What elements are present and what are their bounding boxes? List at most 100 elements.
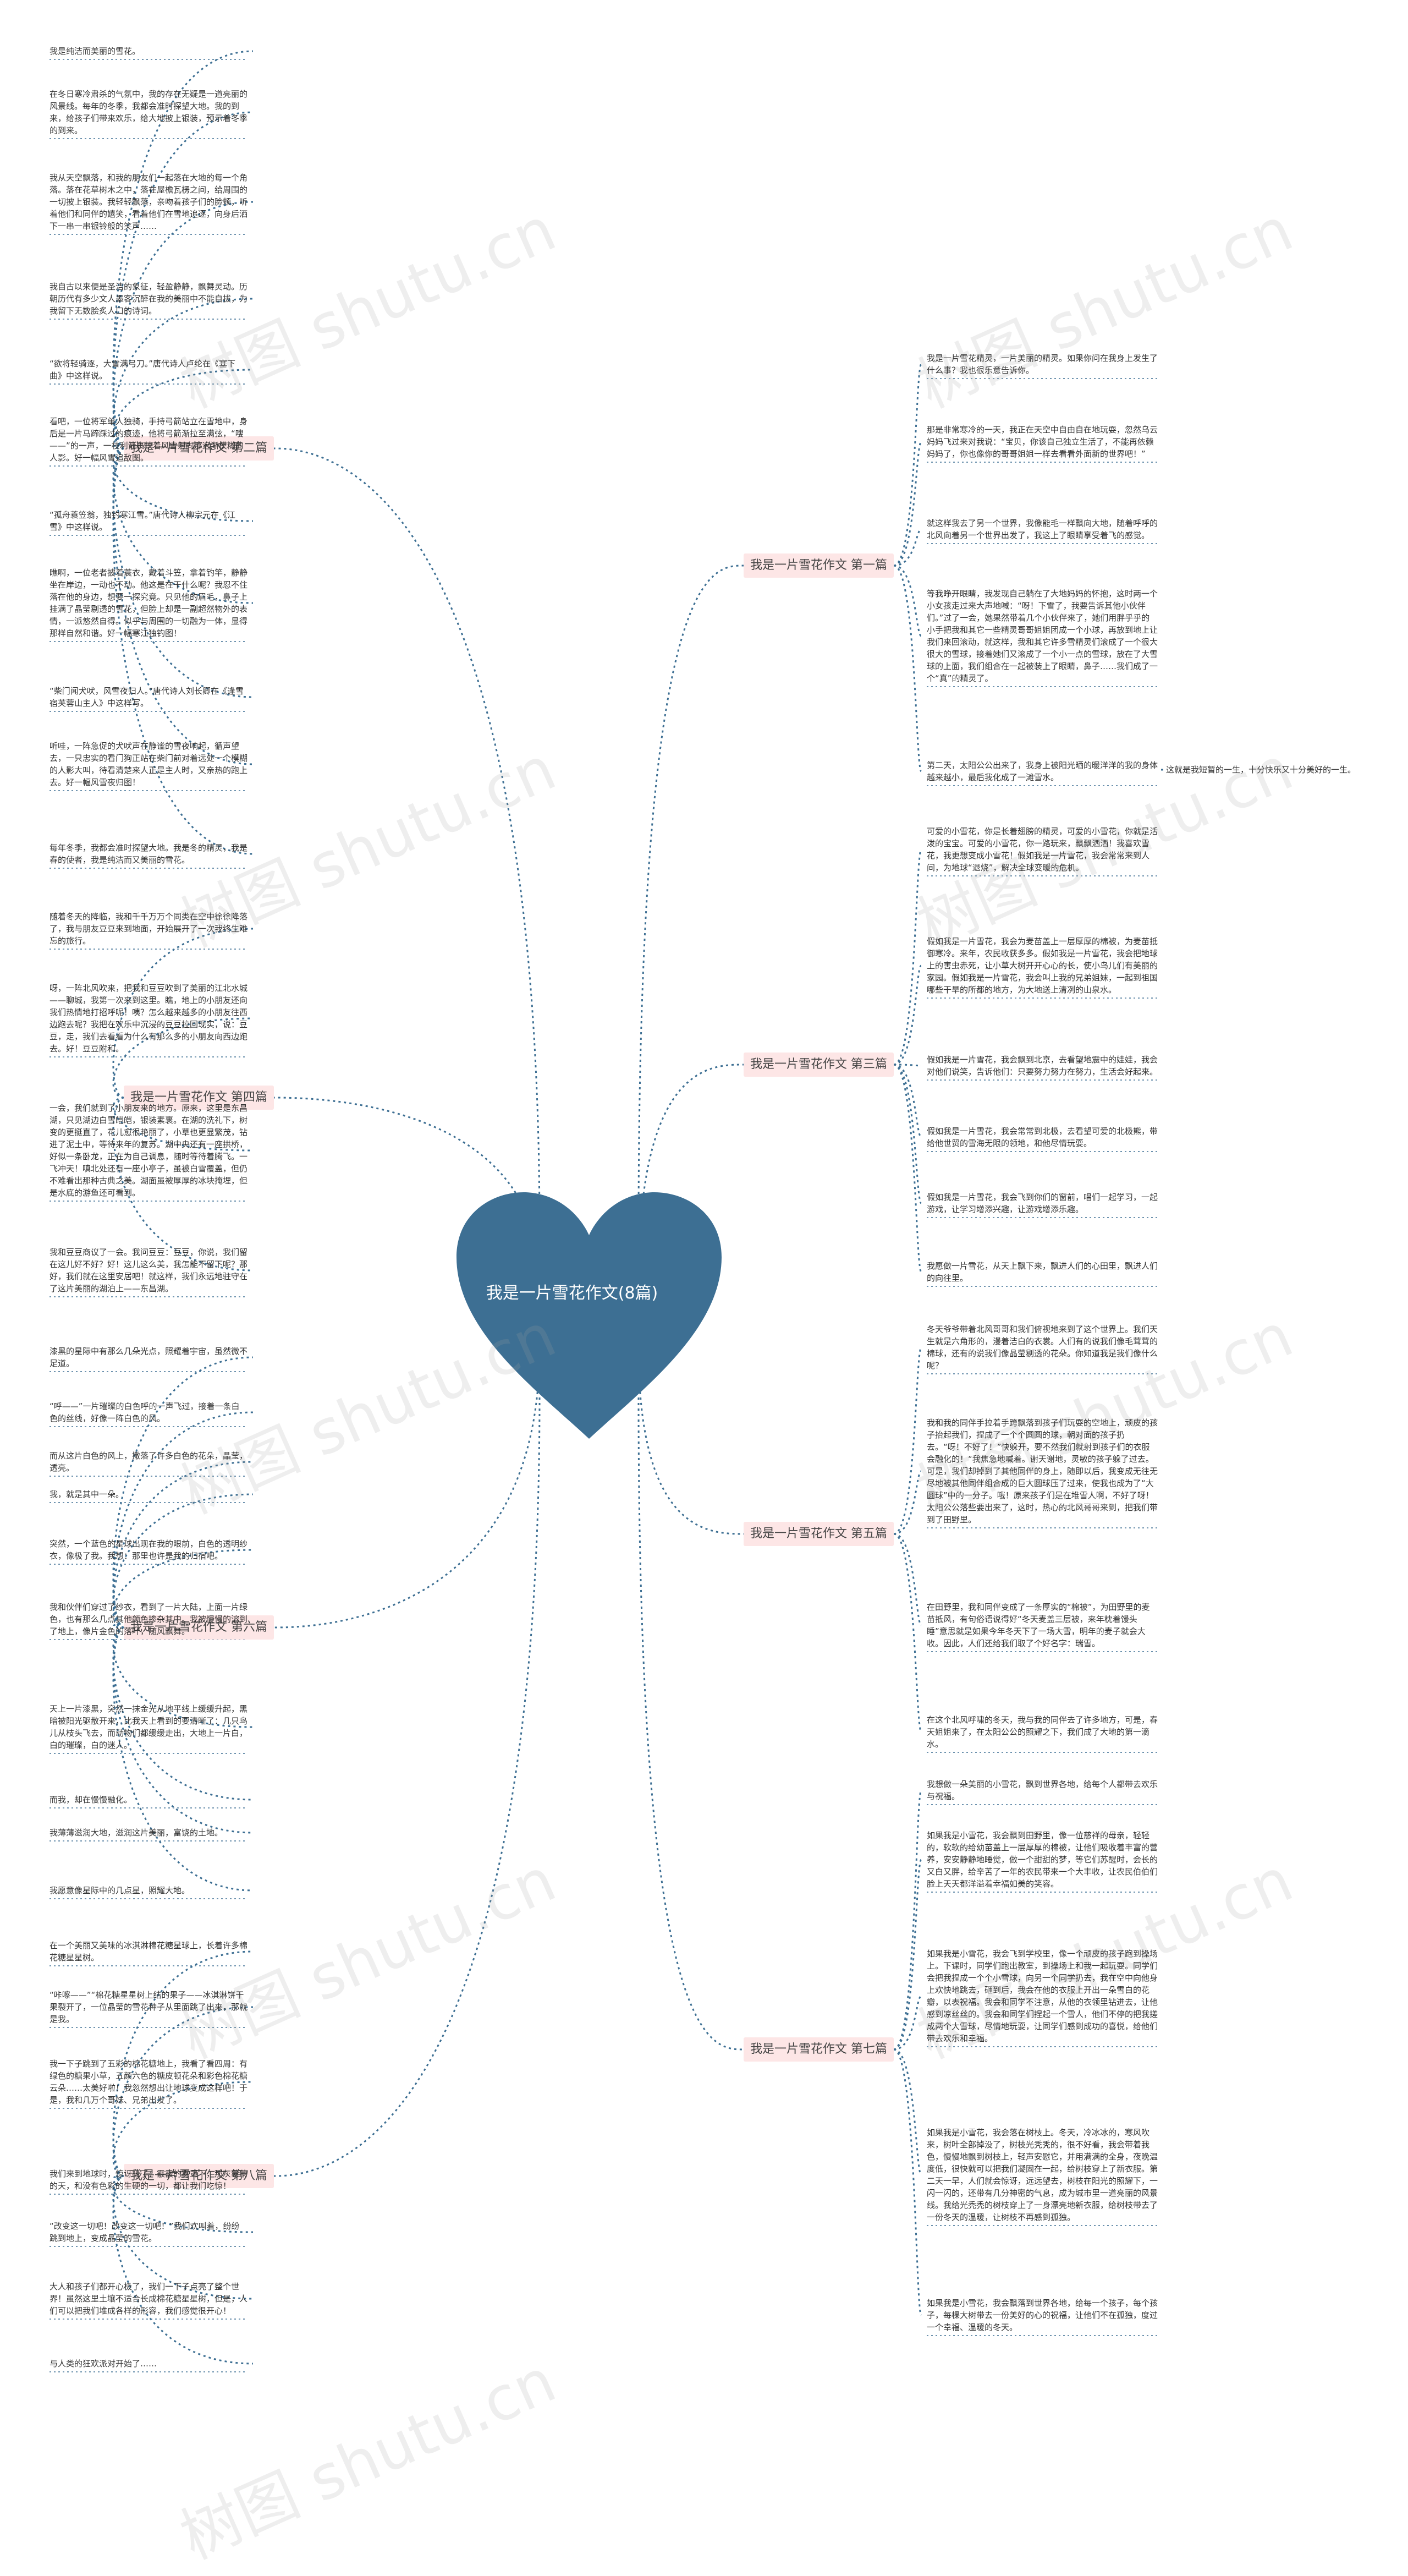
leaf-text: 看吧，一位将军单人独骑，手持弓箭站立在雪地中，身后是一片马蹄踩过的痕迹，他将弓箭… [50, 416, 248, 463]
connector-line [112, 447, 254, 765]
leaf-text: 我想做一朵美丽的小雪花，飘到世界各地，给每个人都带去欢乐与祝福。 [927, 1779, 1158, 1801]
leaf-text: 瞧啊，一位老者披着蓑衣，戴着斗笠，拿着钓竿，静静坐在岸边，一动也不动。他这是在干… [50, 568, 248, 638]
leaf-text: 如果我是小雪花，我会飘落到世界各地，给每一个孩子，每个孩子，每棵大树带去一份美好… [927, 2298, 1158, 2332]
leaf-text: 我和豆豆商议了一会。我问豆豆：豆豆，你说，我们留在这儿好不好？好！这儿这么美，我… [50, 1247, 248, 1294]
connector-line [893, 2048, 922, 2316]
leaf-text: “孤舟蓑笠翁，独钓寒江雪。”唐代诗人柳宗元在《江雪》中这样说。 [50, 510, 236, 532]
connector-line [112, 1097, 254, 1152]
leaf-text: 如果我是小雪花，我会落在树枝上。冬天，冷冰冰的，寒风吹来，树叶全部掉没了，树枝光… [927, 2128, 1158, 2222]
connector-line [112, 1411, 254, 1629]
connector-line [893, 1470, 922, 1535]
leaf-text: 在冬日寒冷肃杀的气氛中，我的存在无疑是一道亮丽的风景线。每年的冬季，我都会准时探… [50, 89, 248, 135]
connector-line [112, 1626, 254, 1728]
leaf-text: 那是非常寒冷的一天，我正在天空中自由自在地玩耍，忽然乌云妈妈飞过来对我说：“宝贝… [927, 425, 1158, 459]
connector-line [112, 369, 254, 450]
center-topic[interactable]: 我是一片雪花作文(8篇) [486, 1284, 658, 1303]
connector-line [112, 111, 254, 450]
connector-line [893, 964, 922, 1066]
connector-line [893, 848, 922, 1066]
leaf-text: 我，就是其中一朵。 [50, 1489, 124, 1499]
leaf-text: 在田野里，我和同伴变成了一条厚实的“棉被”，为田野里的麦苗抵风，有句俗语说得好“… [927, 1602, 1150, 1648]
connector-line [112, 2175, 254, 2300]
connector-line [273, 1347, 541, 1629]
leaf-text: 一会，我们就到了小朋友来的地方。原来，这里是东昌湖，只见湖边白雪皑皑，银装素裹。… [50, 1103, 248, 1198]
leaf-text: 与人类的狂欢派对开始了…… [50, 2359, 157, 2369]
leaf-text: “改变这一切吧！改变这一切吧！”我们欢叫着，纷纷跳到地上，变成晶莹的雪花。 [50, 2221, 240, 2243]
branch-node[interactable]: 我是一片雪花作文 第六篇 [124, 1615, 274, 1640]
leaf-text: 假如我是一片雪花，我会飘到北京，去看望地震中的娃娃，我会对他们说笑，告诉他们：只… [927, 1055, 1158, 1077]
leaf-text: 在这个北风呼啸的冬天，我与我的同伴去了许多地方，可是，春天姐姐来了，在太阳公公的… [927, 1715, 1158, 1749]
connector-line [893, 1064, 922, 1067]
connector-line [893, 1064, 922, 1138]
connector-line [112, 2175, 254, 2365]
connector-line [893, 1789, 922, 2051]
leaf-text: 等我睁开眼睛，我发现自己躺在了大地妈妈的怀抱，这时两一个小女孩走过来大声地喊：“… [927, 589, 1158, 683]
leaf-text: 我是一片雪花精灵，一片美丽的精灵。如果你问在我身上发生了什么事？我也很乐意告诉你… [927, 353, 1158, 375]
leaf-text: 假如我是一片雪花，我会飞到你们的窗前，唱们一起学习，一起游戏，让学习增添兴趣，让… [927, 1192, 1158, 1214]
connector-line [893, 1064, 922, 1273]
mindmap-canvas [50, 50, 1163, 2372]
connector-line [893, 363, 922, 567]
connector-line [893, 1346, 922, 1535]
leaf-text: 可爱的小雪花，你是长着翅膀的精灵，可爱的小雪花，你就是活泼的宝宝。可爱的小雪花，… [927, 826, 1158, 873]
connector-line [893, 1995, 922, 2051]
connector-line [893, 1533, 922, 1733]
connector-line [112, 1626, 254, 1892]
leaf-text: 我和我的同伴手拉着手跨飘落到孩子们玩耍的空地上，顽皮的孩子抬起我们，捏成了一个个… [927, 1418, 1158, 1525]
connector-line [893, 528, 922, 567]
center-heart-shape[interactable] [457, 1192, 722, 1439]
leaf-text: 如果我是小雪花，我会飞到学校里，像一个顽皮的孩子跑到操场上。下课时，同学们跑出教… [927, 1949, 1158, 2043]
branch-node[interactable]: 我是一片雪花作文 第三篇 [744, 1053, 894, 1077]
leaf-text: 第二天，太阳公公出来了，我身上被阳光晒的暖洋洋的我的身体越来越小，最后我化成了一… [927, 760, 1158, 782]
leaf-text: 我从天空飘落，和我的朋友们一起落在大地的每一个角落。落在花草树木之中，落在屋檐瓦… [50, 173, 248, 231]
connector-line [893, 1859, 922, 2051]
connector-line [112, 2006, 254, 2177]
connector-line [112, 447, 254, 698]
leaf-text: 如果我是小雪花，我会飘到田野里，像一位慈祥的母亲，轻轻的，软软的给幼苗盖上一层厚… [927, 1830, 1158, 1889]
leaf-text: 我一下子跳到了五彩的棉花糖地上，我看了看四周：有绿色的糖果小草，五颜六色的糖皮顿… [50, 2059, 248, 2105]
branch-node[interactable]: 我是一片雪花作文 第二篇 [124, 436, 274, 461]
leaf-text: “柴门闻犬吠，风雪夜归人。”唐代诗人刘长卿在《逢雪宿芙蓉山主人》中这样写。 [50, 686, 244, 708]
leaf-text: 就这样我去了另一个世界，我像能毛一样飘向大地，随着呼呼的北风向着另一个世界出发了… [927, 518, 1158, 540]
leaf-text: 我自古以来便是圣洁的象征，轻盈静静，飘舞灵动。历朝历代有多少文人墨客沉醉在我的美… [50, 282, 248, 316]
leaf-text: 这就是我短暂的一生，十分快乐又十分美好的一生。 [1166, 765, 1356, 775]
leaf-text: 假如我是一片雪花，我会为麦苗盖上一层厚厚的棉被，为麦苗抵御寒冷。来年，农民收获多… [927, 936, 1158, 995]
leaf-text: 在一个美丽又美味的冰淇淋棉花糖星球上，长着许多棉花糖星星树。 [50, 1941, 248, 1963]
connector-line [893, 1064, 922, 1204]
branch-node[interactable]: 我是一片雪花作文 第五篇 [744, 1522, 894, 1546]
leaf-text: 我是纯洁而美丽的雪花。 [50, 46, 141, 56]
branch-node[interactable]: 我是一片雪花作文 第四篇 [124, 1086, 274, 1110]
connector-line [893, 441, 922, 567]
leaf-text: 随着冬天的降临，我和千千万万个同类在空中徐徐降落了，我与朋友豆豆来到地面，开始展… [50, 912, 248, 946]
connector-line [112, 1097, 254, 1271]
connector-line [637, 1347, 744, 1535]
connector-line [112, 447, 254, 604]
connector-line [273, 447, 541, 1233]
connector-line [112, 447, 254, 855]
leaf-text: 我和伙伴们穿过了纱衣，看到了一片大陆，上面一片绿色，也有那么几点其他颜色掺杂其中… [50, 1602, 248, 1636]
branch-node[interactable]: 我是一片雪花作文 第一篇 [744, 553, 894, 578]
leaf-text: 我愿做一片雪花，从天上飘下来，飘进人们的心田里，飘进人们的向往里。 [927, 1261, 1158, 1283]
leaf-text: 假如我是一片雪花，我会常常到北极，去看望可爱的北极熊，带给他世贸的雪海无限的领地… [927, 1126, 1158, 1148]
leaf-text: “欲将轻骑逐，大雪满弓刀。”唐代诗人卢纶在《塞下曲》中这样说。 [50, 359, 236, 381]
connector-line [893, 2048, 922, 2176]
leaf-text: 冬天爷爷带着北风哥哥和我们俯视地来到了这个世界上。我们天生就是六角形的，漫着洁白… [927, 1324, 1158, 1371]
leaf-text: 天上一片漆黑，突然一抹金光从地平线上缓缓升起，黑暗被阳光驱散开来，比我天上看到的… [50, 1704, 248, 1750]
connector-line [637, 564, 744, 1233]
connector-line [112, 201, 254, 450]
connector-line [112, 447, 254, 522]
connector-line [112, 298, 254, 450]
leaf-text: 我愿意像星际中的几点星，照耀大地。 [50, 1886, 190, 1895]
leaf-text: 我们来到地球时，惊讶极了：霰霰的雾罩下，那灰蒙蒙的天，和没有色彩的生硬的一切，都… [50, 2169, 248, 2191]
leaf-text: 我薄薄滋润大地，滋润这片美丽，富饶的土地。 [50, 1828, 223, 1838]
leaf-text: 大人和孩子们都开心极了，我们一下子点亮了整个世界！虽然这里土壤不适合长成棉花糖星… [50, 2282, 248, 2316]
leaf-text: 每年冬季，我都会准时探望大地。我是冬的精灵，我是春的使者，我是纯洁而又美丽的雪花… [50, 843, 248, 865]
leaf-text: “咔嚓——”“棉花糖星星树上结的果子——冰淇淋饼干果裂开了，一位晶莹的雪花种子从… [50, 1990, 248, 2024]
connector-line [273, 1097, 541, 1282]
leaf-text: 听哇，一阵急促的犬吠声在静谧的雪夜响起，循声望去，一只忠实的看门狗正站在柴门前对… [50, 741, 248, 787]
leaf-text: 而从这片白色的风上，撒落了许多白色的花朵，晶莹，透亮。 [50, 1451, 248, 1473]
branch-node[interactable]: 我是一片雪花作文 第七篇 [744, 2037, 894, 2062]
leaf-text: 漆黑的星际中有那么几朵光点，照耀着宇宙，虽然微不足道。 [50, 1346, 248, 1368]
connector-line [893, 564, 922, 772]
branch-node[interactable]: 我是一片雪花作文 第八篇 [124, 2164, 274, 2188]
